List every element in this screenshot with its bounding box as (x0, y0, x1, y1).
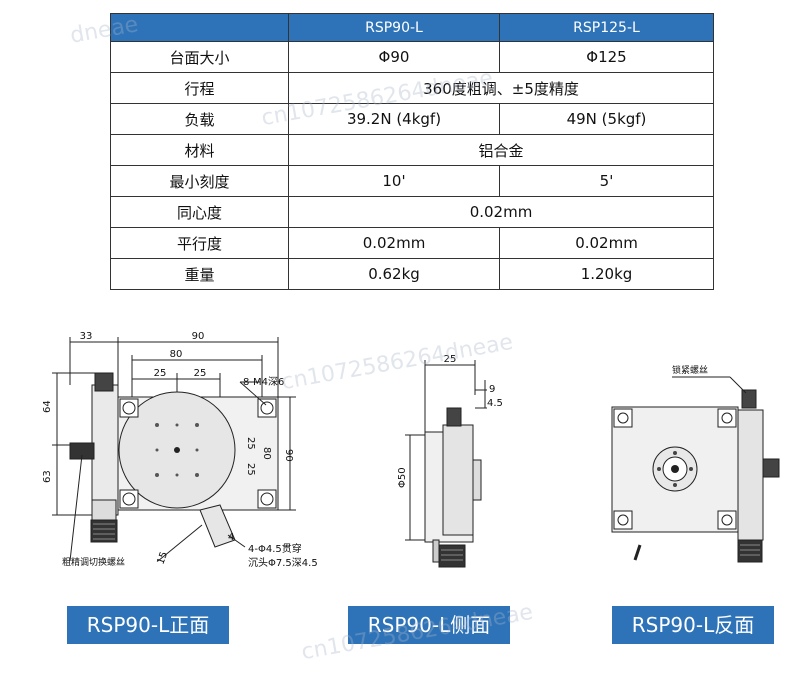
table-row: 最小刻度 10' 5' (110, 165, 714, 197)
cell-value: 360度粗调、±5度精度 (288, 72, 714, 104)
side-dim-4-5: 4.5 (487, 398, 503, 409)
dim-25-right: 25 (194, 368, 207, 379)
callout-holes: 8-M4深6 (243, 376, 284, 388)
dim-r80: 80 (261, 447, 272, 460)
cell-value: 0.62kg (288, 258, 500, 290)
side-view-drawing: 25 9 4.5 Φ50 (397, 354, 503, 568)
callout-thru-2: 沉头Φ7.5深4.5 (248, 556, 318, 569)
dim-r25-top: 25 (245, 437, 256, 450)
side-dim-9: 9 (489, 384, 495, 395)
cell-value: 10' (288, 165, 500, 197)
caption-side: RSP90-L侧面 (348, 606, 510, 644)
row-label: 材料 (110, 134, 289, 166)
side-dim-phi50: Φ50 (397, 467, 408, 488)
dim-r25-bottom: 25 (245, 463, 256, 476)
table-header-row: RSP90-L RSP125-L (110, 13, 714, 42)
front-view-drawing: 33 90 80 25 25 64 63 25 80 25 90 15 4 8-… (42, 331, 318, 569)
callout-lock-screw: 锁紧螺丝 (672, 364, 708, 376)
dim-4: 4 (228, 532, 234, 543)
callout-screw: 粗精调切换螺丝 (62, 556, 125, 568)
dim-64: 64 (42, 400, 53, 413)
row-label: 同心度 (110, 196, 289, 228)
row-label: 行程 (110, 72, 289, 104)
dim-90: 90 (192, 331, 205, 342)
row-label: 台面大小 (110, 41, 289, 73)
dim-33: 33 (80, 331, 93, 342)
callout-thru-1: 4-Φ4.5贯穿 (248, 542, 302, 555)
back-view-drawing: 锁紧螺丝 (611, 364, 780, 563)
row-label: 重量 (110, 258, 289, 290)
dim-15: 15 (155, 550, 170, 566)
table-header-cell: RSP125-L (499, 13, 714, 42)
cell-value: Φ90 (288, 41, 500, 73)
table-row: 材料 铝合金 (110, 134, 714, 166)
dim-80: 80 (170, 349, 183, 360)
table-row: 行程 360度粗调、±5度精度 (110, 72, 714, 104)
cell-value: 0.02mm (288, 196, 714, 228)
cell-value: 1.20kg (499, 258, 714, 290)
dim-63: 63 (42, 470, 53, 483)
table-header-cell: RSP90-L (288, 13, 500, 42)
table-row: 重量 0.62kg 1.20kg (110, 258, 714, 290)
dim-r90: 90 (283, 449, 294, 462)
dim-25-left: 25 (154, 368, 167, 379)
caption-front: RSP90-L正面 (67, 606, 229, 644)
cell-value: 0.02mm (288, 227, 500, 259)
row-label: 平行度 (110, 227, 289, 259)
table-header-cell (110, 13, 289, 42)
caption-back: RSP90-L反面 (612, 606, 774, 644)
cell-value: Φ125 (499, 41, 714, 73)
cell-value: 49N (5kgf) (499, 103, 714, 135)
cell-value: 39.2N (4kgf) (288, 103, 500, 135)
row-label: 最小刻度 (110, 165, 289, 197)
cell-value: 铝合金 (288, 134, 714, 166)
side-dim-25: 25 (444, 354, 457, 365)
spec-table: RSP90-L RSP125-L 台面大小 Φ90 Φ125 行程 360度粗调… (110, 13, 714, 290)
table-row: 负载 39.2N (4kgf) 49N (5kgf) (110, 103, 714, 135)
cell-value: 0.02mm (499, 227, 714, 259)
table-row: 台面大小 Φ90 Φ125 (110, 41, 714, 73)
row-label: 负载 (110, 103, 289, 135)
cell-value: 5' (499, 165, 714, 197)
table-row: 同心度 0.02mm (110, 196, 714, 228)
table-row: 平行度 0.02mm 0.02mm (110, 227, 714, 259)
